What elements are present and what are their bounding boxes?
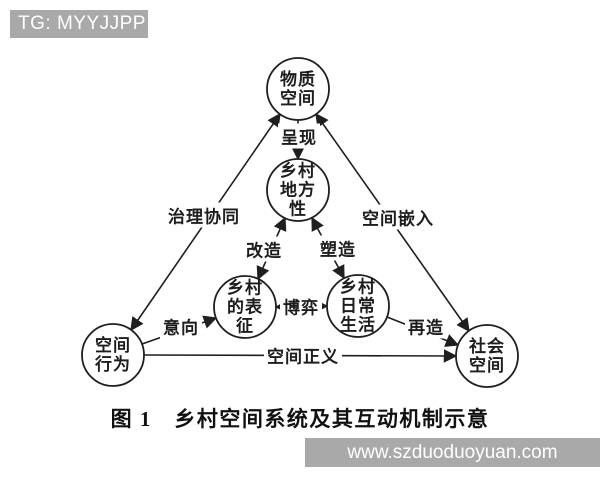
edge-label-presentation: 呈现 [278, 123, 320, 149]
node-label-spatial-behavior: 空间 行为 [95, 336, 131, 374]
watermark-top-left: TG: MYYJJPP [10, 10, 148, 38]
watermark-bottom-right: www.szduoduoyuan.com [305, 438, 600, 467]
edge-label-spatial-justice: 空间正义 [264, 342, 342, 368]
edge-label-governance-synergy: 治理协同 [165, 202, 243, 228]
edge-label-intention: 意向 [160, 313, 202, 339]
edge-label-spatial-embedding: 空间嵌入 [359, 204, 437, 230]
node-circle-social-space [455, 324, 519, 388]
figure-caption: 图 1 乡村空间系统及其互动机制示意 [110, 407, 490, 431]
node-circle-rural-representation [213, 275, 277, 339]
node-label-rural-daily-life: 乡村 日常 生活 [340, 277, 376, 335]
edge-label-shaping: 塑造 [317, 235, 359, 261]
node-circle-rural-locality [266, 158, 330, 222]
edge-label-transformation: 改造 [243, 236, 285, 262]
node-circle-physical-space [266, 57, 330, 121]
node-circle-rural-daily-life [326, 274, 390, 338]
edge-label-game: 博弈 [280, 293, 322, 319]
node-label-rural-representation: 乡村 的表 征 [227, 278, 263, 336]
node-label-rural-locality: 乡村 地方 性 [280, 161, 316, 219]
edge-label-recreation: 再造 [405, 313, 447, 339]
node-circle-spatial-behavior [81, 323, 145, 387]
node-label-social-space: 社会 空间 [469, 337, 505, 375]
node-label-physical-space: 物质 空间 [280, 70, 316, 108]
